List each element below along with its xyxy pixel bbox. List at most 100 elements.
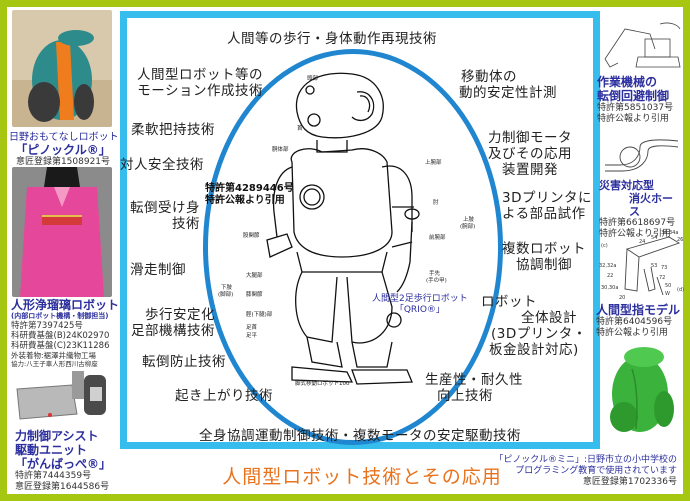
joruri-cooperation: 協力:八王子車人形西川古柳座 [11,360,98,368]
robot-ellipse [203,49,503,445]
svg-text:24: 24 [639,239,645,245]
joruri-grant-b: 科研費基盤(B)24K02970 [11,331,110,341]
part-label-elbow: 肘 [433,200,439,206]
tech-mobile-line2: 動的安定性計測 [459,85,557,101]
tech-whole-body-coordination: 全身協調運動制御技術・複数モータの安定駆動技術 [199,428,521,444]
excavator-patent: 特許第5851037号 [597,103,674,113]
pinokkuru-mini-photo [610,347,674,432]
tech-motion-line2: モーション作成技術 [137,83,263,99]
part-label-head: 頭部 [307,76,319,82]
tech-sliding-control: 滑走制御 [130,262,186,278]
fire-hose-name-line2: 消火ホース [629,192,673,218]
tech-walking-reproduction: 人間等の歩行・身体動作再現技術 [227,31,437,47]
svg-text:(d): (d) [677,287,684,293]
part-label-upper-limb-sub: (腕部) [460,224,476,230]
svg-text:20: 20 [619,295,625,301]
finger-model-name: 人間型指モデル [596,303,681,317]
excavator-source: 特許公報より引用 [597,114,669,124]
pinokkuru-photo [12,10,112,127]
qrio-name: 「QRIO®」 [394,305,445,315]
tech-production-line1: 生産性・耐久性 [425,372,523,388]
svg-text:W: W [665,291,670,297]
tech-fall-landing: 転倒受け身 技術 [120,200,200,232]
tech-motion-line1: 人間型ロボット等の [137,67,263,83]
finger-model-source: 特許公報より引用 [596,328,668,338]
tech-human-safety: 対人安全技術 [120,157,204,173]
robot-drawing [266,72,420,385]
part-label-knee: 膝関節 [246,292,263,298]
svg-text:(c): (c) [601,243,608,249]
center-patent-cite: 特許第4289446号 特許公報より引用 [205,183,294,207]
tech-productivity: 生産性・耐久性 向上技術 [425,372,523,404]
svg-text:34,34a: 34,34a [661,230,678,236]
joruri-caption: 人形浄瑠璃ロボット (内部ロボット機構・制御担当) 特許第7397425号 科研… [11,298,121,369]
pinokkuru-mini-caption: 「ピノックル®ミニ」:日野市立の小中学校の プログラミング教育で使用されています… [487,455,677,488]
svg-text:32,32a: 32,32a [599,263,616,269]
ganbappe-design-reg: 意匠登録第1644586号 [15,482,110,492]
tech-force-line1: 力制御モータ [488,130,572,146]
part-label-upper-limb: 上肢 [463,217,475,223]
part-label-hip: 股関節 [243,233,260,239]
svg-text:50: 50 [665,283,671,289]
tech-flexible-grip: 柔軟把持技術 [131,122,215,138]
part-label-hand-sub: (手の甲) [426,278,447,284]
svg-text:73: 73 [661,265,667,271]
pinokkuru-mini-design-reg: 意匠登録第1702336号 [582,477,677,487]
excavator-name-line2: 転倒回避制御 [597,89,670,103]
part-label-shin: 脛(下腿)部 [246,312,273,318]
tech-force-line3: 装置開発 [502,162,558,178]
tech-robot-design: ロボット 全体設計 (3Dプリンタ・ 板金設計対応) [481,294,587,358]
part-label-ankle: 足首 [246,325,258,331]
svg-text:53: 53 [651,263,657,269]
tech-design-line3: (3Dプリンタ・ [491,326,587,342]
finger-model-patent: 特許第6404596号 [596,317,673,327]
tech-force-line2: 及びその応用 [488,146,572,162]
svg-text:72: 72 [659,275,665,281]
tech-fall-prevention: 転倒防止技術 [142,354,226,370]
tech-standup: 起き上がり技術 [175,388,273,404]
svg-text:54: 54 [651,235,657,241]
tech-design-line4: 板金設計対応) [489,342,579,358]
svg-text:22: 22 [607,273,613,279]
part-label-torso: 胴体部 [272,147,289,153]
part-label-lower-limb-sub: (脚部) [218,292,234,298]
tech-design-line2: 全体設計 [521,310,577,326]
joruri-costume: 外装着物:裾澤井織物工場 [11,351,97,360]
fire-hose-caption: 災害対応型 消火ホース 特許第6618697号 特許公報より引用 [599,179,683,240]
part-label-thigh: 大腿部 [246,273,263,279]
part-label-lower-limb: 下肢 [221,285,233,291]
excavator-name-line1: 作業機械の [597,75,658,89]
pinokkuru-caption: 日野おもてなしロボット 「ピノックル®」 意匠登録第1508921号 [9,131,119,168]
qrio-label: 人間型2足歩行ロボット 「QRIO®」 [372,294,468,316]
tech-production-line2: 向上技術 [437,388,493,404]
excavator-patent-drawing [604,22,681,68]
tech-mobile-stability: 移動体の 動的安定性計測 [407,69,557,101]
fire-hose-name-line1: 災害対応型 [599,179,654,192]
tech-motion-creation: 人間型ロボット等の モーション作成技術 [135,67,263,99]
tech-gait-stabilization: 歩行安定化 足部機構技術 [120,307,215,339]
ganbappe-photo [12,369,112,429]
center-patent-number: 特許第4289446号 [205,183,294,194]
finger-model-patent-drawing: (c) 24 54 34,34a 26 32,32a 22 53 73 72 3… [599,230,684,301]
ganbappe-caption: 力制御アシスト 駆動ユニット 「がんばっぺ®」 特許第7444359号 意匠登録… [15,429,111,493]
svg-text:26: 26 [677,237,683,243]
qrio-description: 人間型2足歩行ロボット [372,294,468,304]
excavator-caption: 作業機械の 転倒回避制御 特許第5851037号 特許公報より引用 [597,75,673,125]
part-label-upper-arm: 上腕部 [425,160,442,166]
part-label-hand: 手先 [429,271,441,277]
tech-fall-landing-line1: 転倒受け身 [130,200,200,216]
part-label-sole: 足平 [246,333,258,339]
pinokkuru-product: 「ピノックル®」 [15,143,111,157]
tech-design-line1: ロボット [481,294,537,310]
tech-printer-line1: 3Dプリンタに [502,190,592,206]
joruri-name: 人形浄瑠璃ロボット [11,298,120,312]
fire-hose-source: 特許公報より引用 [599,229,671,239]
svg-text:30,30a: 30,30a [601,285,618,291]
ganbappe-product: 「がんばっぺ®」 [15,457,112,471]
ganbappe-name-line1: 力制御アシスト [15,429,99,443]
tech-force-motor: 力制御モータ 及びその応用 装置開発 [475,130,585,178]
fire-hose-patent-drawing [605,139,679,172]
part-label-robot-caption: 脚式移動ロボット100 [295,381,350,387]
tech-multi-line1: 複数ロボット [502,241,586,257]
pinokkuru-mini-line2: プログラミング教育で使用されています [515,466,677,476]
